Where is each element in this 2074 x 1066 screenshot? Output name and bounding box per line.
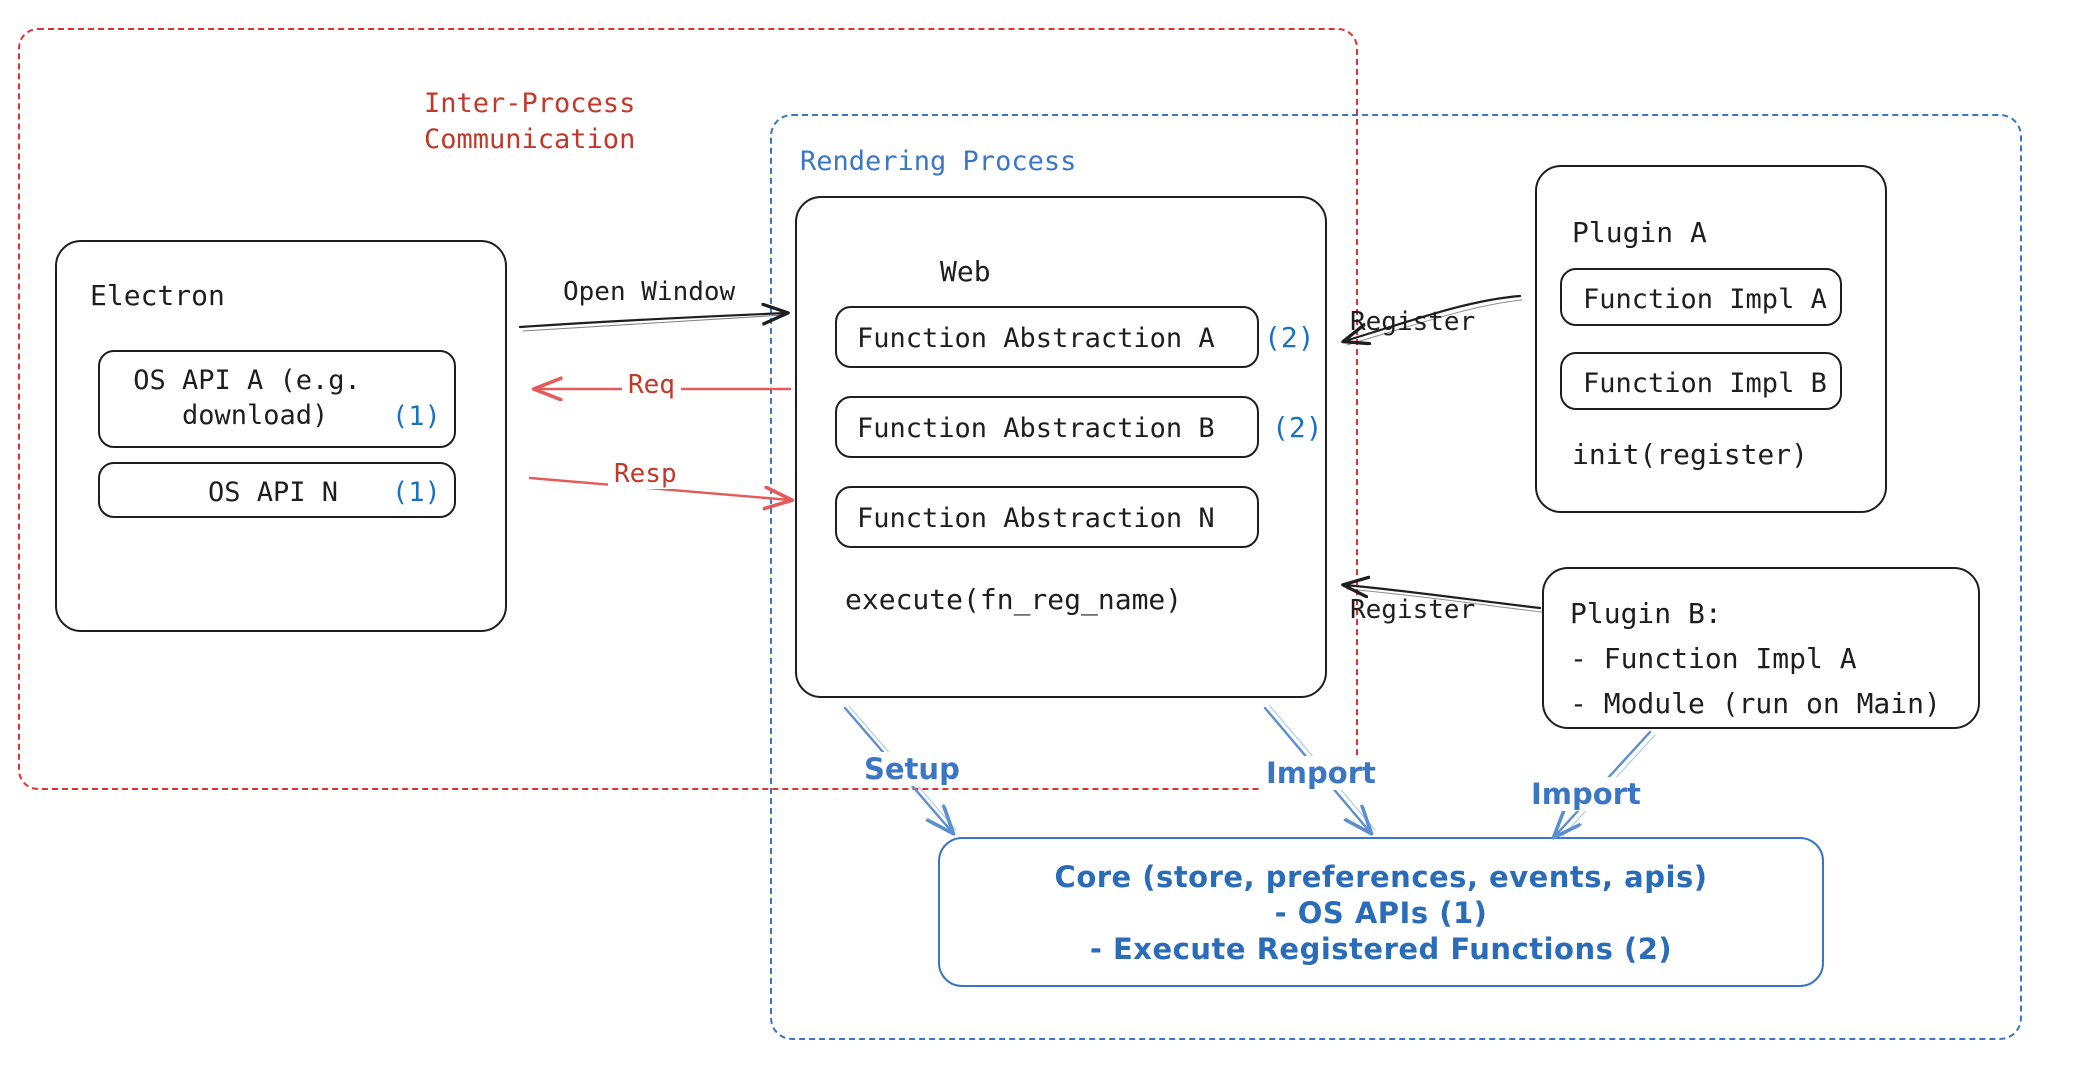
function-impl-a-box[interactable] [1560,268,1842,326]
function-impl-a-label: Function Impl A [1583,284,1827,315]
rendering-process-container [770,114,2022,1040]
electron-title: Electron [90,279,225,312]
function-abstraction-b-label: Function Abstraction B [857,413,1215,444]
ipc-container [18,28,1358,790]
core-line1: Core (store, preferences, events, apis) [1054,860,1708,894]
core-box[interactable] [938,837,1824,987]
ipc-label-line1: Inter-Process [424,88,636,119]
function-impl-b-label: Function Impl B [1583,368,1827,399]
plugin-b-line2: - Function Impl A [1570,642,1857,675]
function-abstraction-n-box[interactable] [835,486,1259,548]
plugin-a-title: Plugin A [1572,216,1707,249]
os-api-n-box[interactable] [98,462,456,518]
web-title: Web [940,255,991,288]
arrow-label-import-plugin-b: Import [1527,777,1645,811]
plugin-b-line1: Plugin B: [1570,597,1722,630]
os-api-a-label: OS API A (e.g. download) [133,365,361,431]
web-execute-label: execute(fn_reg_name) [845,583,1183,616]
web-box[interactable] [795,196,1327,698]
function-impl-b-box[interactable] [1560,352,1842,410]
function-abstraction-a-label: Function Abstraction A [857,323,1215,354]
arrow-label-import-web: Import [1262,756,1380,790]
os-api-a-box[interactable] [98,350,456,448]
arrow-label-register-a: Register [1350,307,1476,337]
arrow-label-resp: Resp [608,459,683,489]
os-api-n-marker: (1) [392,477,441,508]
function-abstraction-n-label: Function Abstraction N [857,503,1215,534]
core-line3: - Execute Registered Functions (2) [1089,932,1673,966]
arrow-label-open-window: Open Window [563,277,736,307]
electron-box[interactable] [55,240,507,632]
plugin-a-box[interactable] [1535,165,1887,513]
function-abstraction-a-box[interactable] [835,306,1259,368]
arrow-label-req: Req [622,370,681,400]
function-abstraction-b-marker: (2) [1272,411,1323,444]
core-line2: - OS APIs (1) [1274,896,1488,930]
os-api-n-label: OS API N [208,477,339,508]
function-abstraction-b-box[interactable] [835,396,1259,458]
arrow-label-register-b: Register [1350,595,1476,625]
plugin-a-init-label: init(register) [1572,438,1809,471]
os-api-a-marker: (1) [392,401,441,432]
arrow-label-setup: Setup [860,752,964,786]
plugin-b-box[interactable] [1542,567,1980,729]
function-abstraction-a-marker: (2) [1264,321,1315,354]
plugin-b-line3: - Module (run on Main) [1570,687,1941,720]
rendering-process-label: Rendering Process [800,146,1077,177]
ipc-label-line2: Communication [424,124,636,155]
